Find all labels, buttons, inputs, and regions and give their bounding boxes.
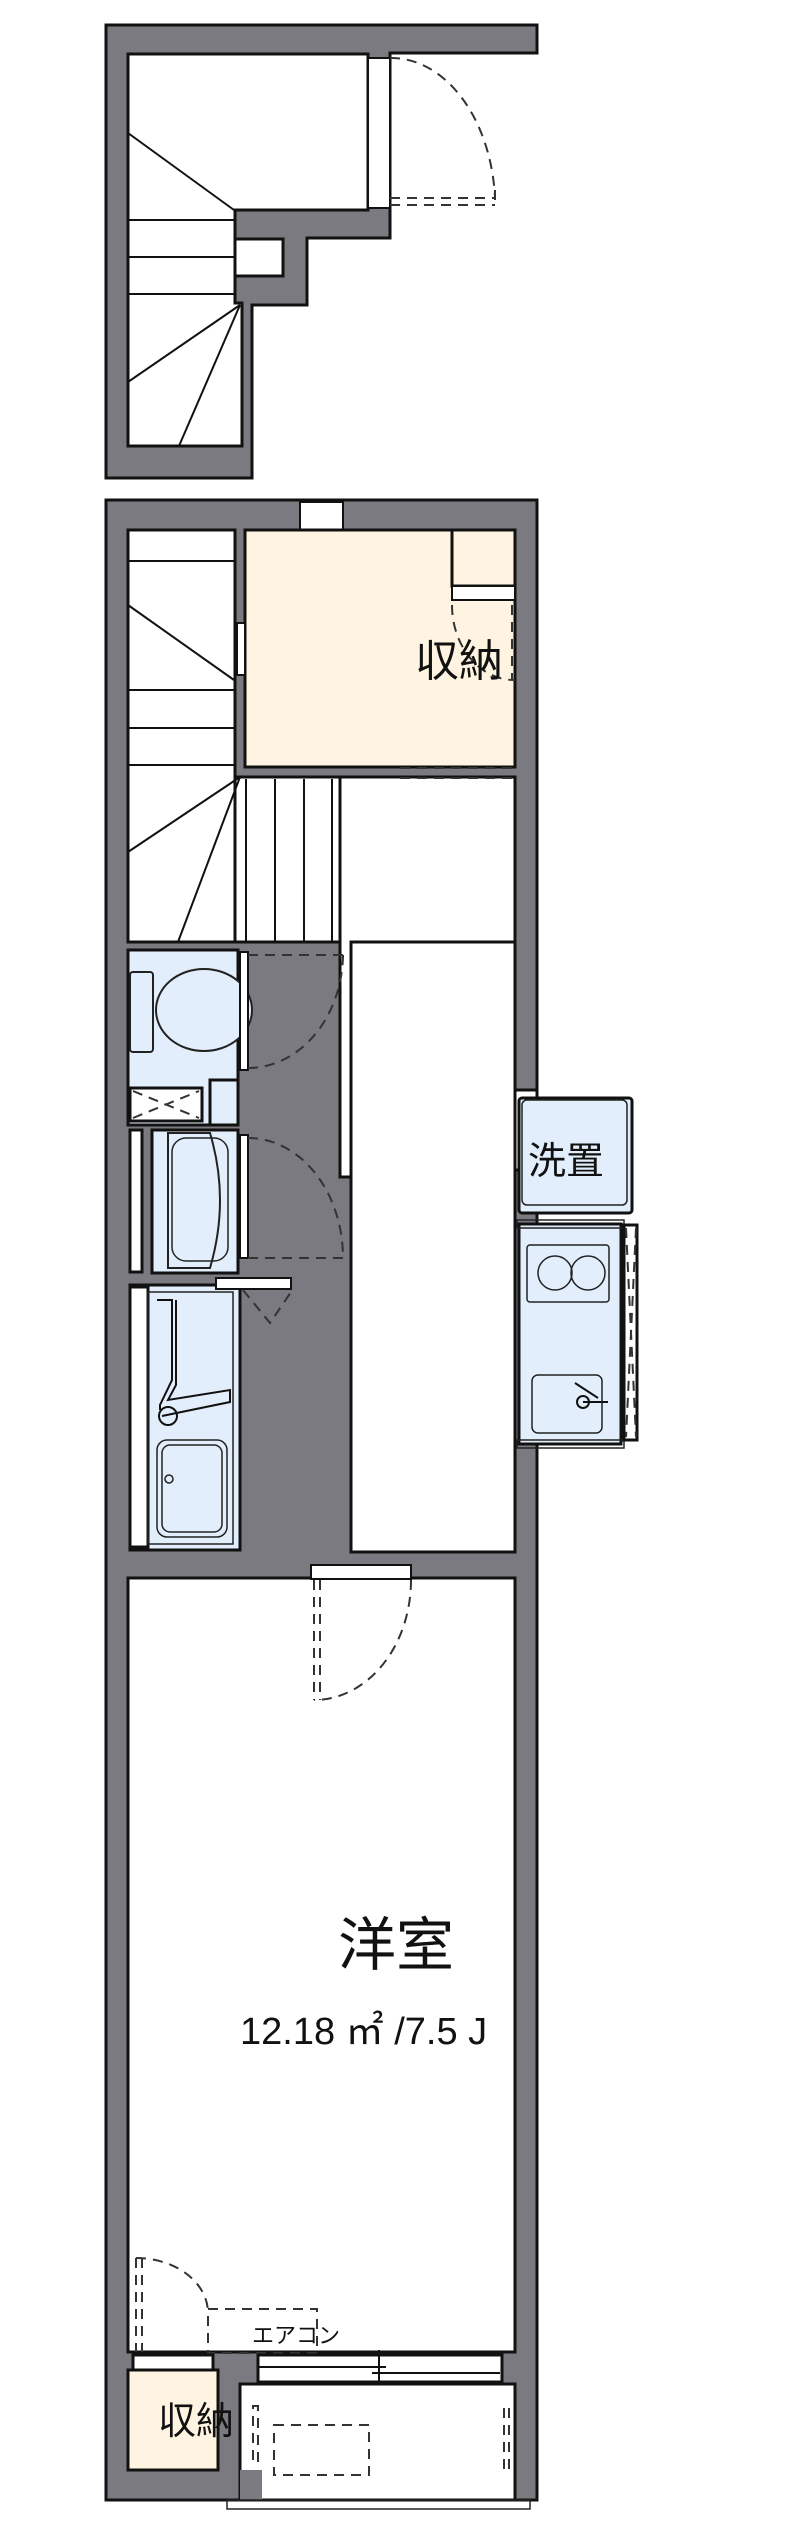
laundry-space <box>517 1096 634 1215</box>
sink-icon <box>531 1374 603 1434</box>
bathtub-icon <box>156 1439 228 1538</box>
storage-lower-label: 収納 <box>158 2399 235 2443</box>
western-room-label: 洋室 <box>338 1911 455 1979</box>
upper-door-swing <box>389 56 496 199</box>
aircon-unit <box>207 2308 318 2354</box>
lower-floor <box>104 498 639 2510</box>
storage-upper-nook <box>450 528 517 588</box>
washbasin-icon <box>167 1132 221 1269</box>
kitchen-counter <box>517 1222 623 1446</box>
aircon-outdoor-unit <box>273 2424 370 2476</box>
storage-lower <box>126 2368 220 2472</box>
aircon-label: エアコン <box>252 2324 341 2349</box>
upper-opening <box>367 57 391 209</box>
toilet-bowl-icon <box>155 968 253 1052</box>
upper-landing-notch <box>233 237 285 278</box>
upper-stair-treads <box>127 132 241 447</box>
staircase-area <box>126 528 237 944</box>
stove-icon <box>526 1244 610 1303</box>
balcony-railing <box>226 2499 531 2510</box>
staircase-straight <box>233 775 342 944</box>
closet-door-swing <box>135 2257 209 2314</box>
western-room <box>126 1576 517 2354</box>
washer-space-label: 洗置 <box>528 1139 605 1183</box>
washroom-door-swing <box>247 1137 344 1259</box>
room-door-swing <box>313 1579 412 1701</box>
storage-upper-label: 収納 <box>415 636 503 687</box>
upper-floor <box>104 23 539 480</box>
corridor <box>349 940 517 1554</box>
western-room-area: 12.18 ㎡ /7.5 J <box>240 2011 488 2053</box>
bath-drain-icon <box>158 1406 178 1426</box>
toilet-tank <box>129 971 154 1053</box>
toilet-door-swing <box>247 954 344 1069</box>
balcony <box>238 2382 517 2502</box>
storage-upper-door-swing <box>451 604 516 682</box>
top-window <box>299 501 344 531</box>
